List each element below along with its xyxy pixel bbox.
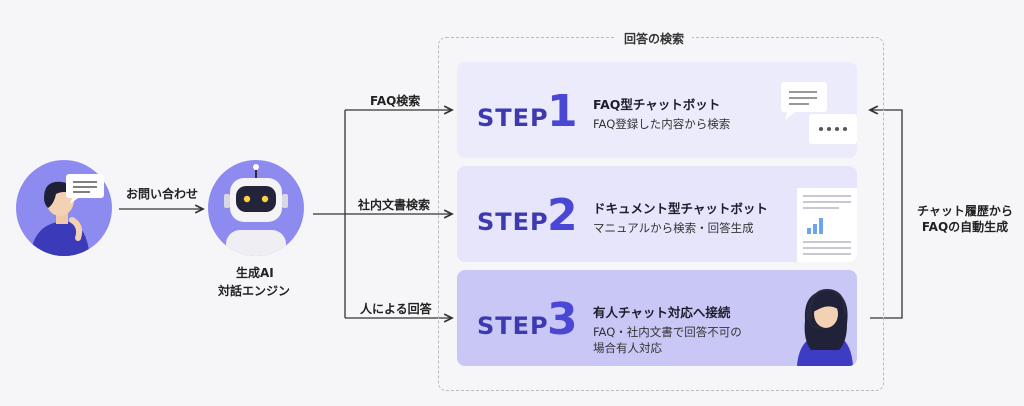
step-desc-line1: FAQ・社内文書で回答不可の	[593, 325, 742, 339]
engine-avatar	[208, 160, 304, 256]
step-word: STEP	[477, 312, 549, 340]
step-card-1: STEP 1 FAQ型チャットボット FAQ登録した内容から検索	[457, 62, 857, 158]
engine-label-line2: 対話エンジン	[218, 284, 291, 298]
chat-bubble-icon	[781, 82, 857, 144]
step-word: STEP	[477, 208, 549, 236]
user-icon	[30, 181, 90, 256]
step-card-3: STEP 3 有人チャット対応へ接続 FAQ・社内文書で回答不可の 場合有人対応	[457, 270, 857, 366]
branch-label-faq: FAQ検索	[370, 94, 421, 108]
step-desc: マニュアルから検索・回答生成	[593, 221, 754, 235]
step-title: 有人チャット対応へ接続	[593, 305, 731, 320]
step-number: 2	[547, 190, 578, 241]
typing-bubble-icon	[809, 114, 857, 144]
step-card-2: STEP 2 ドキュメント型チャットボット マニュアルから検索・回答生成	[457, 166, 857, 262]
feedback-label: チャット履歴から FAQの自動生成	[906, 203, 1024, 235]
robot-icon	[224, 164, 288, 256]
operator-headset-icon	[797, 288, 853, 366]
inquiry-label: お問い合わせ	[126, 187, 199, 201]
step-desc-line2: 場合有人対応	[593, 341, 662, 355]
document-chart-icon	[797, 188, 857, 262]
step-number: 3	[547, 294, 578, 345]
engine-label-line1: 生成AI	[236, 266, 274, 280]
feedback-label-line1: チャット履歴から	[917, 204, 1013, 218]
feedback-loop-line	[870, 110, 903, 319]
step-title: ドキュメント型チャットボット	[593, 201, 768, 216]
step-desc: FAQ・社内文書で回答不可の 場合有人対応	[593, 324, 783, 356]
feedback-label-line2: FAQの自動生成	[921, 220, 1009, 234]
step-title: FAQ型チャットボット	[593, 97, 721, 112]
step-number: 1	[547, 86, 578, 137]
branch-label-docs: 社内文書検索	[358, 198, 431, 212]
speech-bubble-icon	[66, 174, 104, 204]
branch-label-human: 人による回答	[360, 302, 432, 316]
step-word: STEP	[477, 104, 549, 132]
frame-title: 回答の検索	[616, 30, 693, 47]
step-desc: FAQ登録した内容から検索	[593, 117, 731, 131]
